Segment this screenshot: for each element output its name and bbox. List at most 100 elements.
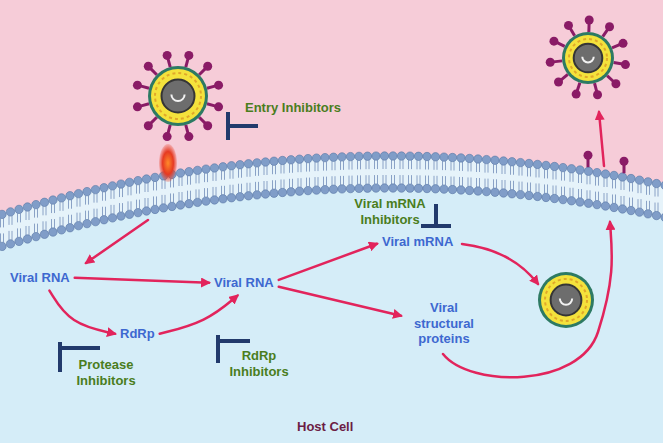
virus-particle xyxy=(133,51,223,141)
lipid-tail xyxy=(349,161,350,170)
spike-head xyxy=(572,90,581,99)
lipid-tail xyxy=(581,174,582,183)
lipid-tail xyxy=(131,186,132,195)
lipid-tail xyxy=(485,164,486,173)
lipid-tail xyxy=(224,171,225,180)
lipid-head xyxy=(499,157,507,165)
lipid-tail xyxy=(641,184,642,193)
lipid-tail xyxy=(536,183,537,192)
lipid-tail xyxy=(60,217,61,226)
genome-mark xyxy=(582,57,593,63)
lipid-tail xyxy=(247,183,248,192)
lipid-head xyxy=(312,154,320,162)
spike-head xyxy=(133,81,142,90)
flow-arrow xyxy=(75,278,209,283)
flow-arrow xyxy=(86,220,148,263)
lipid-tail xyxy=(564,172,565,181)
lipid-tail xyxy=(204,188,205,197)
flow-arrow xyxy=(49,291,115,334)
lipid-head xyxy=(380,152,388,160)
lipid-tail xyxy=(442,161,443,170)
lipid-tail xyxy=(411,160,412,169)
lipid-tail xyxy=(496,179,497,188)
lipid-tail xyxy=(289,179,290,188)
lipid-tail xyxy=(284,179,285,188)
lipid-head xyxy=(618,173,626,181)
lipid-tail xyxy=(343,161,344,170)
lipid-head xyxy=(363,152,371,160)
lipid-head xyxy=(74,221,82,229)
lipid-tail xyxy=(153,196,154,205)
lipid-head xyxy=(652,211,660,219)
lipid-tail xyxy=(655,203,656,212)
lipid-tail xyxy=(3,233,4,242)
lipid-head xyxy=(389,184,397,192)
lipid-head xyxy=(0,210,6,218)
spike-head xyxy=(163,51,172,60)
lipid-tail xyxy=(119,203,120,212)
lipid-tail xyxy=(607,193,608,202)
lipid-tail xyxy=(63,202,64,211)
lipid-tail xyxy=(377,160,378,169)
lipid-tail xyxy=(539,183,540,192)
lipid-head xyxy=(32,200,40,208)
lipid-tail xyxy=(179,177,180,186)
lipid-tail xyxy=(94,209,95,218)
envelope xyxy=(148,66,208,126)
virion xyxy=(538,272,594,328)
lipid-tail xyxy=(199,189,200,198)
lipid-head xyxy=(253,159,261,167)
spike-head xyxy=(184,51,193,60)
lipid-head xyxy=(57,194,65,202)
lipid-tail xyxy=(51,204,52,213)
lipid-head xyxy=(6,240,14,248)
lipid-tail xyxy=(182,192,183,201)
lipid-tail xyxy=(26,211,27,220)
lipid-head xyxy=(117,212,125,220)
spike-head xyxy=(214,102,223,111)
lipid-tail xyxy=(403,160,404,169)
lipid-tail xyxy=(612,194,613,203)
lipid-tail xyxy=(281,179,282,188)
cell-membrane xyxy=(0,152,663,251)
flow-node: RdRp xyxy=(118,324,157,344)
lipid-tail xyxy=(629,183,630,192)
lipid-tail xyxy=(326,177,327,186)
lipid-head xyxy=(142,175,150,183)
lipid-tail xyxy=(573,173,574,182)
lipid-tail xyxy=(255,182,256,191)
region-label: Host Cell xyxy=(296,418,354,436)
lipid-head xyxy=(584,199,592,207)
lipid-head xyxy=(423,152,431,160)
lipid-tail xyxy=(349,176,350,185)
lipid-head xyxy=(406,184,414,192)
envelope-texture xyxy=(155,73,201,119)
lipid-tail xyxy=(139,185,140,194)
lipid-head xyxy=(389,152,397,160)
lipid-head xyxy=(559,163,567,171)
lipid-head xyxy=(66,224,74,232)
lipid-tail xyxy=(471,177,472,186)
lipid-head xyxy=(134,208,142,216)
lipid-tail xyxy=(437,176,438,185)
lipid-head xyxy=(151,173,159,181)
lipid-tail xyxy=(612,179,613,188)
lipid-head xyxy=(431,153,439,161)
lipid-head xyxy=(83,187,91,195)
lipid-tail xyxy=(233,185,234,194)
inhibitor-label: RdRp Inhibitors xyxy=(222,347,296,380)
lipid-tail xyxy=(598,192,599,201)
lipid-tail xyxy=(46,206,47,215)
lipid-head xyxy=(321,153,329,161)
lipid-tail xyxy=(539,168,540,177)
artwork xyxy=(60,16,630,378)
budding-spikes xyxy=(584,151,629,174)
lipid-head xyxy=(329,185,337,193)
lipid-head xyxy=(219,163,227,171)
lipid-tail xyxy=(128,201,129,210)
lipid-tail xyxy=(122,188,123,197)
lipid-head xyxy=(567,197,575,205)
lipid-head xyxy=(304,154,312,162)
lipid-tail xyxy=(97,194,98,203)
lipid-tail xyxy=(114,205,115,214)
